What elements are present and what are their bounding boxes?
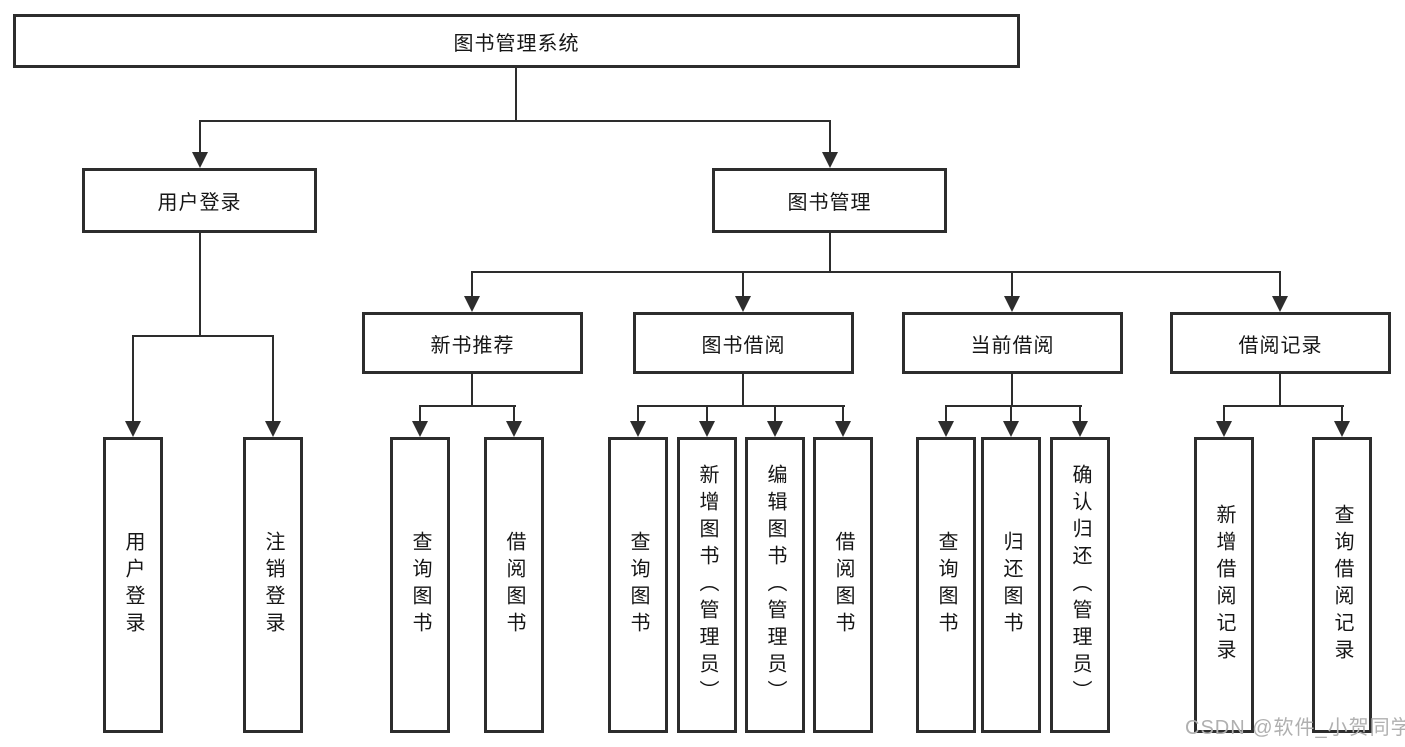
arrow-down-icon [1334,421,1350,437]
connector-vline [199,120,201,154]
connector-vline [132,335,134,423]
node-label: 用户登录 [157,192,242,214]
leaf-add-borrow-record: 新增借阅记录 [1194,437,1254,733]
leaf-query-books-recommend: 查询图书 [390,437,450,733]
connector-vline [419,405,421,423]
connector-vline [829,120,831,154]
connector-hline [945,405,1082,407]
leaf-label: 新增借阅记录 [1213,504,1235,666]
leaf-query-books-current: 查询图书 [916,437,976,733]
leaf-add-books-admin: 新增图书（管理员） [677,437,737,733]
arrow-down-icon [125,421,141,437]
leaf-label: 注销登录 [262,531,284,639]
arrow-down-icon [412,421,428,437]
arrow-down-icon [630,421,646,437]
leaf-label: 借阅图书 [832,531,854,639]
leaf-logout: 注销登录 [243,437,303,733]
leaf-user-login: 用户登录 [103,437,163,733]
leaf-query-books-borrow: 查询图书 [608,437,668,733]
connector-vline [471,374,473,407]
arrow-down-icon [938,421,954,437]
arrow-down-icon [1072,421,1088,437]
leaf-label: 查询图书 [935,531,957,639]
leaf-label: 编辑图书（管理员） [764,463,786,707]
leaf-label: 查询图书 [409,531,431,639]
node-label: 当前借阅 [970,334,1055,357]
node-user-login: 用户登录 [82,168,317,233]
connector-hline [637,405,845,407]
connector-vline [513,405,515,423]
connector-hline [1223,405,1344,407]
connector-vline [1011,374,1013,407]
connector-vline [1011,271,1013,298]
connector-vline [742,374,744,407]
connector-vline [1223,405,1225,423]
connector-vline [272,335,274,423]
arrow-down-icon [822,152,838,168]
node-label: 图书借阅 [701,334,786,357]
arrow-down-icon [192,152,208,168]
node-borrow-records: 借阅记录 [1170,312,1391,374]
connector-vline [829,233,831,273]
arrow-down-icon [1216,421,1232,437]
leaf-label: 归还图书 [1000,531,1022,639]
leaf-label: 查询图书 [627,531,649,639]
node-label: 图书管理 [787,192,872,214]
csdn-watermark: CSDN @软件_小贺同学 [1185,717,1405,739]
connector-vline [515,67,517,122]
arrow-down-icon [265,421,281,437]
connector-vline [1079,405,1081,423]
arrow-down-icon [835,421,851,437]
leaf-borrow-books: 借阅图书 [813,437,873,733]
connector-vline [471,271,473,298]
arrow-down-icon [735,296,751,312]
connector-vline [945,405,947,423]
connector-vline [1010,405,1012,423]
connector-vline [842,405,844,423]
arrow-down-icon [464,296,480,312]
arrow-down-icon [767,421,783,437]
connector-vline [1279,271,1281,298]
arrow-down-icon [506,421,522,437]
connector-hline [132,335,274,337]
arrow-down-icon [699,421,715,437]
arrow-down-icon [1272,296,1288,312]
connector-hline [471,271,1281,273]
connector-hline [419,405,516,407]
node-label: 借阅记录 [1238,334,1323,357]
connector-vline [1279,374,1281,407]
leaf-label: 新增图书（管理员） [696,463,718,707]
connector-vline [706,405,708,423]
node-book-management: 图书管理 [712,168,947,233]
connector-vline [637,405,639,423]
leaf-label: 借阅图书 [503,531,525,639]
node-current-borrow: 当前借阅 [902,312,1123,374]
node-label: 图书管理系统 [453,32,580,55]
connector-vline [774,405,776,423]
leaf-query-borrow-record: 查询借阅记录 [1312,437,1372,733]
leaf-confirm-return-admin: 确认归还（管理员） [1050,437,1110,733]
leaf-label: 查询借阅记录 [1331,504,1353,666]
node-book-borrow: 图书借阅 [633,312,854,374]
node-new-book-recommend: 新书推荐 [362,312,583,374]
connector-vline [742,271,744,298]
leaf-edit-books-admin: 编辑图书（管理员） [745,437,805,733]
leaf-label: 确认归还（管理员） [1069,463,1091,707]
arrow-down-icon [1004,296,1020,312]
connector-vline [1341,405,1343,423]
leaf-label: 用户登录 [122,531,144,639]
connector-vline [199,233,201,337]
node-label: 新书推荐 [430,334,515,357]
leaf-return-books: 归还图书 [981,437,1041,733]
connector-hline [199,120,831,122]
node-root-library-system: 图书管理系统 [13,14,1020,68]
arrow-down-icon [1003,421,1019,437]
leaf-borrow-books-recommend: 借阅图书 [484,437,544,733]
